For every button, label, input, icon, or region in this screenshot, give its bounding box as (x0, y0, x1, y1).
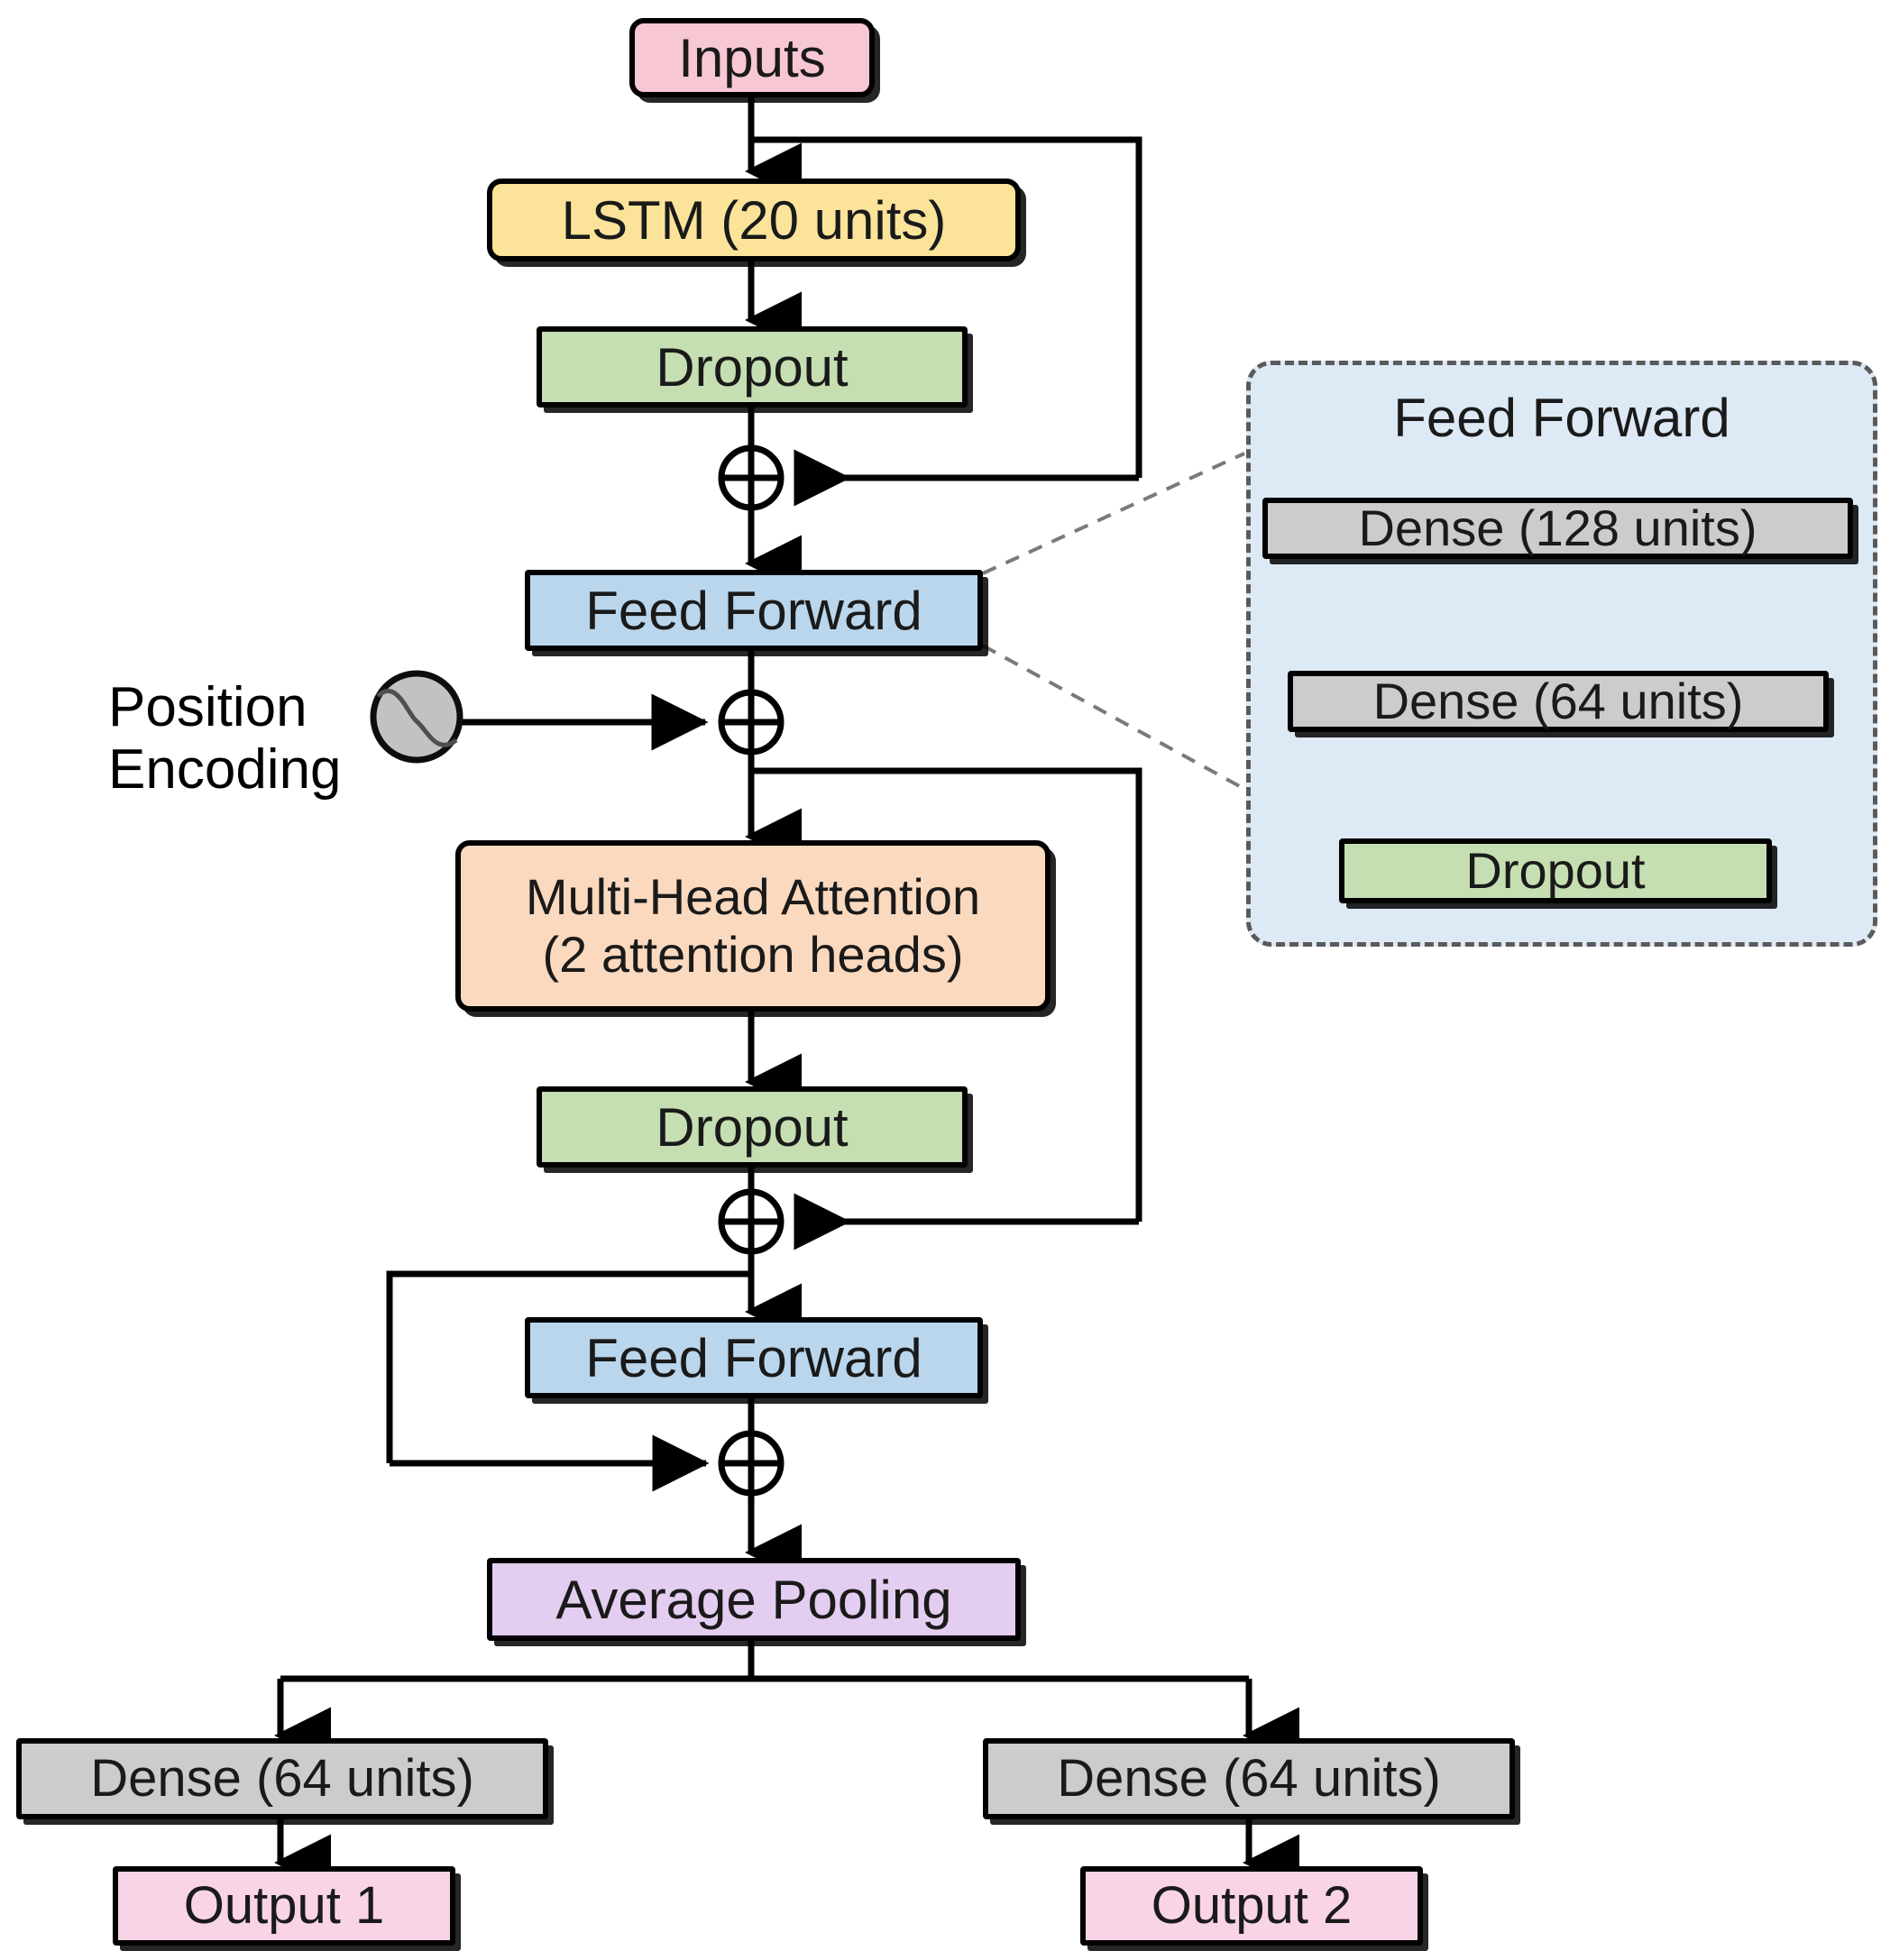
node-dense-128: Dense (128 units) (1262, 498, 1853, 559)
node-dropout-2: Dropout (537, 1086, 968, 1168)
node-dropout-panel: Dropout (1339, 838, 1772, 903)
node-dense-left: Dense (64 units) (16, 1738, 548, 1819)
callout-line-bottom (982, 644, 1245, 791)
node-lstm: LSTM (20 units) (487, 179, 1021, 261)
residual-add-1 (718, 444, 785, 511)
node-dropout-1: Dropout (537, 326, 968, 408)
node-feed-forward-2: Feed Forward (525, 1317, 983, 1398)
node-output-1: Output 1 (113, 1866, 455, 1946)
feed-forward-panel-title: Feed Forward (1393, 388, 1730, 448)
residual-add-2 (718, 689, 785, 756)
node-dense-64-panel: Dense (64 units) (1288, 671, 1829, 732)
residual-add-3 (718, 1188, 785, 1255)
node-feed-forward-1: Feed Forward (525, 570, 983, 651)
callout-line-top (982, 452, 1245, 575)
node-dense-right: Dense (64 units) (983, 1738, 1515, 1819)
node-output-2: Output 2 (1080, 1866, 1423, 1946)
position-encoding-icon (370, 670, 463, 764)
node-multi-head-attention: Multi-Head Attention (2 attention heads) (455, 840, 1051, 1012)
residual-add-4 (718, 1430, 785, 1497)
node-inputs: Inputs (629, 18, 875, 97)
node-average-pooling: Average Pooling (487, 1558, 1021, 1641)
position-encoding-label: Position Encoding (108, 676, 342, 801)
